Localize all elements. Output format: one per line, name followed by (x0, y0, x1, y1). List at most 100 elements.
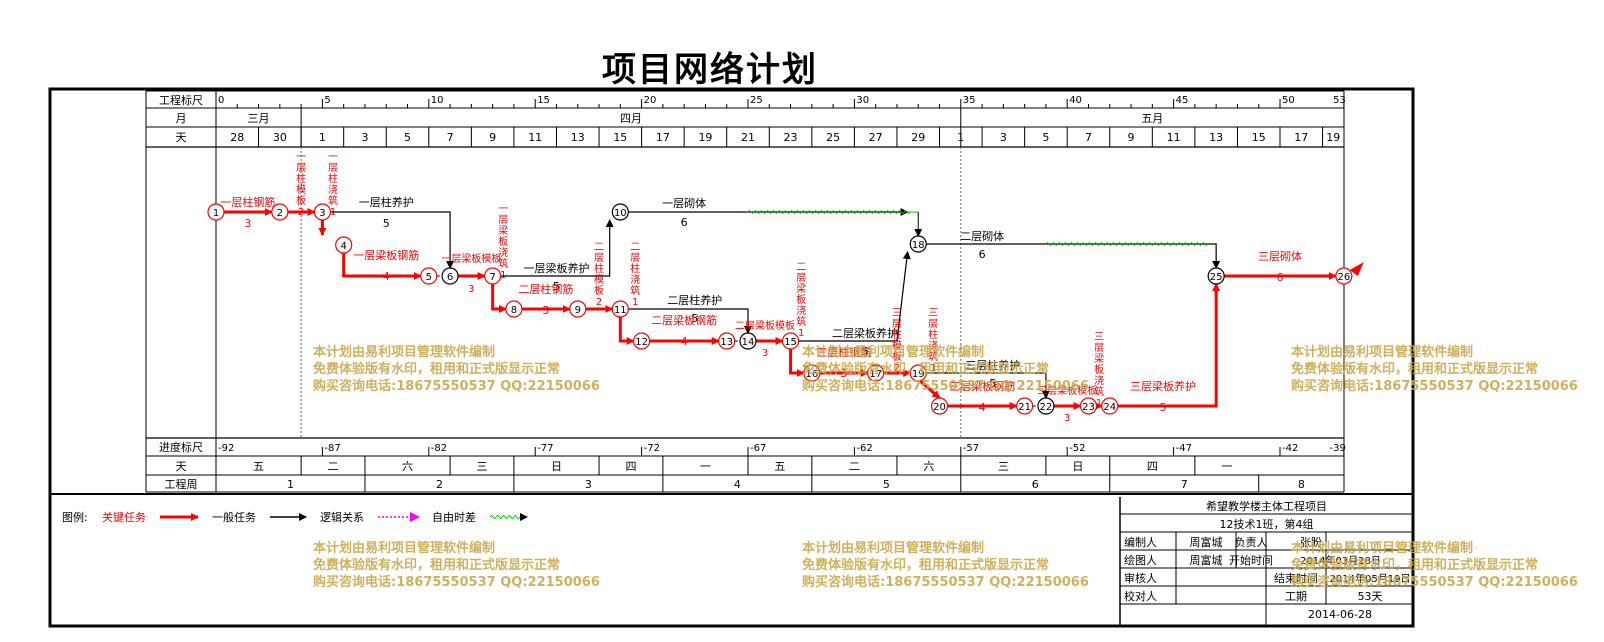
node-label: 2 (277, 208, 283, 219)
task-7-vlabel: 筑 (498, 257, 508, 270)
watermark-line3: 购买咨询电话:18675550537 QQ:22150066 (802, 575, 1089, 590)
node-label: 8 (511, 305, 517, 316)
weekday-label: 一 (1221, 460, 1232, 473)
day-label: 9 (489, 131, 496, 144)
node-label: 22 (1040, 402, 1053, 413)
progress-label: -72 (644, 443, 660, 454)
weekday-label: 三 (998, 460, 1009, 473)
day-label: 27 (869, 131, 883, 144)
watermark-line3: 购买咨询电话:18675550537 QQ:22150066 (313, 575, 600, 590)
outer-frame (48, 87, 1415, 628)
task-14-label: 二层梁板钢筋 (651, 313, 717, 327)
watermark: 本计划由易利项目管理软件编制免费体验版有水印，租用和正式版显示正常购买咨询电话:… (802, 344, 1089, 395)
scale-label: 25 (750, 95, 763, 106)
task-6-duration: 3 (468, 284, 474, 295)
progress-label: -82 (431, 443, 447, 454)
watermark: 本计划由易利项目管理软件编制免费体验版有水印，租用和正式版显示正常购买咨询电话:… (1291, 540, 1578, 591)
progress-label: -92 (218, 443, 234, 454)
node-circle (335, 236, 353, 254)
task-16-vlabel: 梁 (796, 282, 806, 295)
watermark-line2: 免费体验版有水印，租用和正式版显示正常 (313, 362, 561, 377)
edge-19-20 (919, 379, 941, 400)
task-3-vlabel: 柱 (328, 172, 338, 185)
legend-float-label: 自由时差 (432, 510, 476, 524)
task-2-vlabel: 一 (296, 152, 306, 163)
day-label: 19 (698, 131, 712, 144)
info-cell-label: 审核人 (1124, 571, 1157, 585)
week-label: 8 (1298, 478, 1305, 491)
task-16-vlabel: 二 (796, 262, 806, 273)
day-label: 11 (1167, 131, 1181, 144)
task-4-duration: 5 (383, 217, 390, 230)
day-label: 3 (1000, 131, 1007, 144)
day-label: 7 (1085, 131, 1092, 144)
day-label: 11 (528, 131, 542, 144)
task-12-vlabel: 筑 (630, 284, 640, 297)
progress-label: -87 (324, 443, 340, 454)
day-label: 15 (613, 131, 627, 144)
task-25-vlabel: 三 (1094, 332, 1104, 343)
info-cell-label: 绘图人 (1124, 553, 1157, 567)
watermark: 本计划由易利项目管理软件编制免费体验版有水印，租用和正式版显示正常购买咨询电话:… (1291, 344, 1578, 395)
info-cell-label: 开始时间 (1229, 553, 1273, 567)
row-label-week: 工程周 (165, 478, 198, 491)
day-label: 28 (230, 131, 244, 144)
weekday-label: 六 (402, 460, 413, 473)
scale-label: 50 (1282, 95, 1295, 106)
task-11-vlabel: 层 (594, 252, 604, 264)
month-label: 三月 (248, 112, 270, 125)
day-label: 21 (741, 131, 755, 144)
task-3-vlabel: 层 (328, 162, 338, 174)
week-label: 1 (287, 478, 294, 491)
node-label: 1 (213, 208, 219, 219)
task-12-vlabel: 浇 (630, 273, 640, 286)
task-21-vlabel: 浇 (928, 339, 938, 352)
task-17-label: 二层梁板养护 (832, 326, 898, 340)
task-24-duration: 3 (1064, 413, 1070, 424)
node-label: 3 (319, 208, 325, 219)
free-float-line (1045, 242, 1209, 246)
task-25-vlabel: 板 (1094, 363, 1104, 376)
row-label-progress: 进度标尺 (159, 440, 203, 454)
task-21-vlabel: 柱 (928, 328, 938, 341)
node-label: 6 (447, 272, 453, 283)
task-7-vlabel: 梁 (498, 224, 508, 237)
watermark-line1: 本计划由易利项目管理软件编制 (313, 541, 496, 556)
day-label: 29 (911, 131, 925, 144)
week-label: 2 (436, 478, 443, 491)
legend-logic-arrowhead (410, 512, 420, 522)
task-16-vlabel: 筑 (796, 315, 806, 328)
progress-label: -62 (856, 443, 872, 454)
watermark-line1: 本计划由易利项目管理软件编制 (1291, 345, 1474, 360)
week-label: 6 (1032, 478, 1039, 491)
page-title: 项目网络计划 (602, 50, 818, 90)
node-circle (313, 203, 331, 221)
task-11-vlabel: 二 (594, 242, 604, 253)
task-23-duration: 4 (979, 401, 986, 414)
month-label: 五月 (1141, 112, 1163, 125)
task-11-vduration: 2 (596, 297, 602, 308)
task-2-vlabel: 层 (296, 162, 306, 174)
node-label: 12 (635, 337, 648, 348)
weekday-label: 五 (774, 460, 785, 473)
task-12-vduration: 1 (632, 297, 638, 308)
info-cell-label: 结束时间 (1274, 572, 1318, 585)
legend-float-line (489, 515, 521, 519)
info-team: 12技术1班，第4组 (1220, 517, 1314, 531)
task-5-label: 一层梁板钢筋 (353, 248, 419, 262)
watermark-line2: 免费体验版有水印，租用和正式版显示正常 (802, 558, 1050, 573)
node-circle (739, 332, 757, 350)
info-cell-value: 周富城 (1190, 535, 1223, 549)
node-circle (909, 364, 927, 382)
scale-label: 53 (1333, 95, 1346, 106)
node-circle (867, 364, 885, 382)
week-label: 3 (585, 478, 592, 491)
scale-label: 5 (324, 95, 330, 106)
watermark-line2: 免费体验版有水印，租用和正式版显示正常 (802, 362, 1050, 377)
task-11-vlabel: 模 (594, 274, 604, 286)
task-16-vlabel: 浇 (796, 304, 806, 317)
day-label: 5 (404, 131, 411, 144)
day-label: 9 (1128, 131, 1135, 144)
task-9-duration: 6 (681, 216, 688, 229)
task-20-vlabel: 三 (892, 308, 902, 319)
